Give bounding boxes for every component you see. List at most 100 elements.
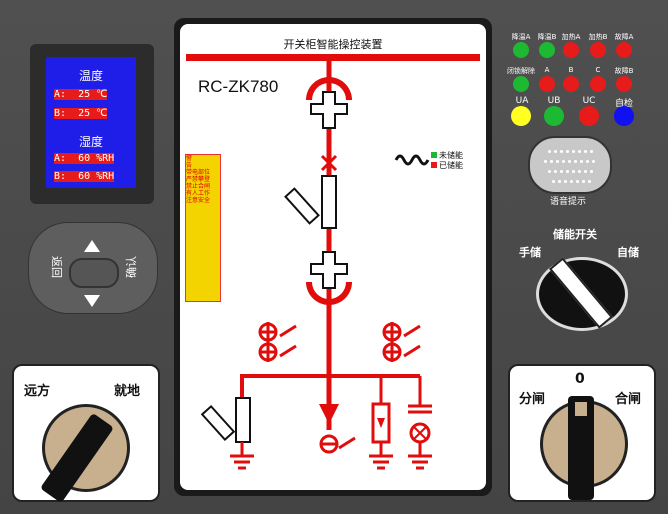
speaker-dot: [558, 180, 561, 183]
speaker-dot: [560, 170, 563, 173]
model-number: RC-ZK780: [198, 77, 279, 96]
local-label: 就地: [114, 384, 141, 399]
led-unlock: [513, 76, 529, 92]
indicator-label: A: [544, 66, 550, 74]
earth-blade: [200, 404, 236, 442]
unstored-legend: 未储能: [439, 151, 463, 160]
ct-left: [258, 322, 297, 362]
speaker-dot: [590, 170, 593, 173]
warning-line: 有人工作: [186, 190, 211, 197]
lower-contact: [310, 251, 348, 289]
ok-button[interactable]: [69, 258, 119, 288]
upper-contact: [310, 91, 348, 129]
ground-right: [408, 442, 432, 470]
temp-title: 温度: [78, 69, 103, 83]
lcd-display: 温度 A: 25 ℃ B: 25 ℃ 湿度 A: 60 %RH B: 60 %R…: [46, 57, 136, 188]
warning-line: 注意安全: [186, 197, 211, 204]
speaker-dot: [570, 180, 573, 183]
temp-a-value: A: 25 ℃: [54, 89, 108, 100]
speaker-dot: [556, 160, 559, 163]
indicator-label: 加热A: [561, 33, 581, 41]
warning-line: 禁止合闸: [186, 183, 211, 190]
warning-line: 带电部位: [186, 169, 211, 176]
led-heat-a: [563, 42, 579, 58]
led-phase-a: [539, 76, 555, 92]
load-arrow: [319, 404, 339, 424]
busbar: [186, 54, 480, 61]
led-ub: [544, 106, 564, 126]
indicator-label: C: [595, 66, 601, 74]
down-arrow-icon[interactable]: [84, 295, 100, 307]
led-self-check: [614, 106, 634, 126]
indicator-label: B: [568, 66, 574, 74]
speaker-dot: [548, 170, 551, 173]
speaker-dot: [592, 160, 595, 163]
humidity-b-value: B: 60 %RH: [54, 171, 115, 182]
indicator-label: 自检: [614, 99, 633, 109]
ct-right: [382, 322, 421, 362]
indicator-label: UC: [582, 96, 596, 106]
speaker-dot: [548, 150, 551, 153]
led-cool-a: [513, 42, 529, 58]
indicator-label: 故障A: [614, 33, 634, 41]
auto-store-label: 自储: [617, 246, 639, 259]
speaker-dot: [562, 160, 565, 163]
speaker-dot: [572, 170, 575, 173]
device-title: 开关柜智能操控装置: [283, 38, 383, 51]
stored-legend: 已储能: [439, 161, 463, 170]
ct-bottom: [319, 434, 356, 454]
led-cool-b: [539, 42, 555, 58]
warning-line: 告: [186, 162, 193, 169]
unstored-legend-icon: [431, 152, 437, 158]
speaker-dot: [564, 180, 567, 183]
speaker-dot: [578, 170, 581, 173]
led-heat-b: [590, 42, 606, 58]
breaker-blade: [321, 175, 337, 229]
speaker-dot: [572, 150, 575, 153]
indicator-label: 闭锁解除: [507, 67, 535, 75]
speaker-dot: [554, 170, 557, 173]
speaker-dot: [584, 150, 587, 153]
breaker-x: [320, 154, 338, 172]
speaker-dot: [590, 150, 593, 153]
open-label: 分闸: [519, 392, 546, 407]
zero-mark: 0: [575, 371, 585, 387]
speaker-dot: [554, 150, 557, 153]
spring-icon: [394, 154, 430, 166]
speaker-dot: [582, 180, 585, 183]
speaker-dot: [588, 180, 591, 183]
energy-switch-title: 储能开关: [553, 228, 597, 241]
speaker-dot: [568, 160, 571, 163]
humidity-title: 湿度: [78, 135, 103, 149]
breaker-open-blade: [284, 187, 320, 225]
speaker-dot: [584, 170, 587, 173]
speaker-dot: [550, 160, 553, 163]
led-fault-a: [616, 42, 632, 58]
speaker-dot: [578, 150, 581, 153]
humidity-a-value: A: 60 %RH: [54, 153, 115, 164]
manual-store-label: 手储: [519, 246, 541, 259]
led-uc: [579, 106, 599, 126]
indicator-label: UB: [547, 96, 561, 106]
indicator-label: 故障B: [614, 67, 634, 75]
up-arrow-icon[interactable]: [84, 240, 100, 252]
remote-label: 远方: [24, 384, 51, 399]
speaker-dot: [576, 180, 579, 183]
speaker-dot: [560, 150, 563, 153]
upper-plug: [306, 77, 352, 100]
speaker-dot: [566, 150, 569, 153]
ground-left: [230, 442, 254, 470]
voice-prompt-label: 语音提示: [549, 197, 586, 207]
warning-label: 警 告 带电部位 严禁攀登 禁止合闸 有人工作 注意安全: [185, 154, 221, 302]
speaker-dot: [544, 160, 547, 163]
speaker-dot: [552, 180, 555, 183]
indicator-label: UA: [515, 96, 529, 106]
warning-line: 警: [186, 155, 193, 162]
earth-switch: [235, 397, 251, 443]
led-ua: [511, 106, 531, 126]
breaker-handle-window: [575, 402, 587, 416]
led-phase-b: [563, 76, 579, 92]
indicator-label: 降温B: [537, 33, 557, 41]
ground-mid: [369, 442, 393, 470]
